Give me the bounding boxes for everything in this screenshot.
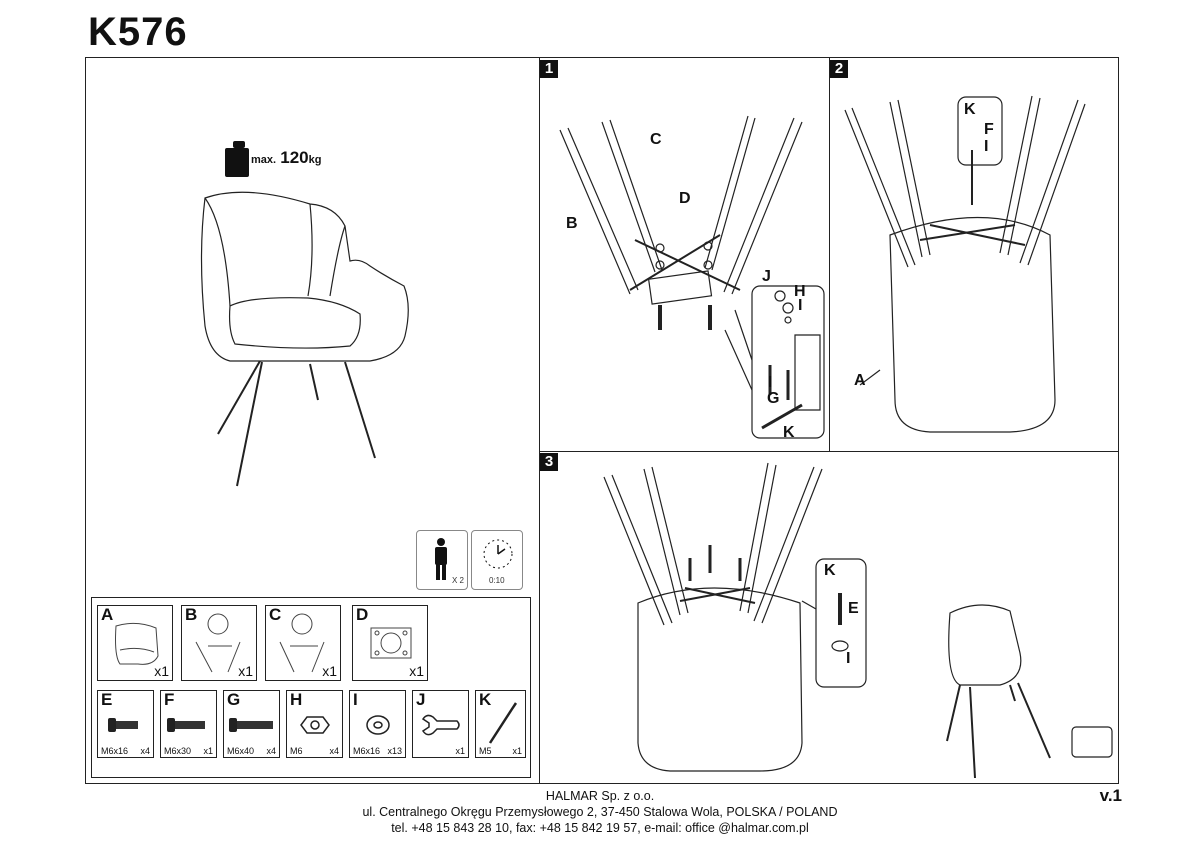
part-qty: x1	[455, 746, 465, 756]
part-letter: A	[101, 605, 114, 624]
part-j: J x1	[412, 690, 469, 758]
company-address: ul. Centralnego Okręgu Przemysłowego 2, …	[362, 805, 838, 819]
part-spec: M6x16	[101, 746, 129, 756]
nut-icon	[300, 716, 330, 734]
step-1-illustration	[559, 115, 825, 439]
time-box: 0:10	[471, 530, 523, 590]
weight-icon	[225, 141, 249, 177]
clock-icon	[483, 539, 513, 569]
vertical-divider-2	[829, 57, 830, 451]
part-a: A x1	[97, 605, 173, 681]
part-letter: E	[101, 690, 113, 709]
parts-list: A x1 B x1 C x1 D x1 E	[91, 597, 531, 778]
label-c: C	[650, 131, 662, 148]
max-load-value: 120	[280, 148, 309, 167]
washer-icon	[366, 715, 390, 735]
part-qty: x4	[329, 746, 339, 756]
part-letter: C	[269, 605, 282, 624]
step-3-labels: K E I	[824, 562, 859, 667]
part-letter: J	[416, 690, 426, 709]
bolt-icon	[108, 718, 138, 732]
part-g: G M6x40 x4	[223, 690, 280, 758]
label-i: I	[984, 138, 988, 155]
part-qty: x1	[409, 663, 424, 679]
part-letter: B	[185, 605, 198, 624]
part-letter: I	[353, 690, 358, 709]
part-spec: M6x16	[353, 746, 381, 756]
horizontal-divider	[539, 451, 1119, 452]
label-h: H	[794, 283, 806, 300]
assembly-time: 0:10	[489, 576, 505, 585]
part-qty: x4	[266, 746, 276, 756]
part-qty: x1	[154, 663, 169, 679]
part-spec: M6	[290, 746, 303, 756]
chair-shell-icon	[115, 622, 159, 665]
label-g: G	[767, 390, 779, 407]
instruction-frame	[85, 57, 1119, 784]
leg-frame-icon	[195, 613, 241, 673]
persons-box: X 2	[416, 530, 468, 590]
label-j: J	[762, 268, 771, 285]
max-load-prefix: max.	[251, 154, 277, 166]
company-footer: HALMAR Sp. z o.o. ul. Centralnego Okręgu…	[0, 788, 1200, 836]
panel-number-2: 2	[830, 60, 848, 78]
part-h: H M6 x4	[286, 690, 343, 758]
company-name: HALMAR Sp. z o.o.	[545, 789, 655, 803]
label-i-2: I	[768, 374, 772, 391]
part-letter: D	[356, 605, 369, 624]
hex-key-icon	[488, 702, 518, 744]
chair-illustration	[200, 191, 409, 487]
vertical-divider	[539, 57, 540, 784]
part-letter: K	[479, 690, 492, 709]
bolt-icon	[167, 718, 205, 732]
part-letter: G	[227, 690, 241, 709]
company-contact: tel. +48 15 843 28 10, fax: +48 15 842 1…	[391, 821, 809, 835]
label-k: K	[824, 562, 836, 579]
panel-number-1: 1	[540, 60, 558, 78]
part-i: I M6x16 x13	[349, 690, 406, 758]
part-d: D x1	[352, 605, 428, 681]
part-qty: x1	[512, 746, 522, 756]
label-k: K	[964, 101, 976, 118]
label-i: I	[798, 297, 802, 314]
max-load-unit: kg	[308, 154, 322, 166]
panel-number-3: 3	[540, 453, 558, 471]
part-letter: F	[164, 690, 175, 709]
label-e: E	[848, 600, 859, 617]
part-e: E M6x16 x4	[97, 690, 154, 758]
label-f: F	[984, 121, 994, 138]
step-2-illustration	[844, 95, 1086, 433]
part-spec: M6x40	[227, 746, 255, 756]
part-b: B x1	[181, 605, 257, 681]
label-b: B	[566, 215, 578, 232]
part-spec: M6x30	[164, 746, 192, 756]
max-load-label: max. 120kg	[251, 148, 321, 168]
part-k: K M5 x1	[475, 690, 526, 758]
bolt-icon	[229, 718, 273, 732]
wrench-icon	[421, 714, 460, 736]
part-qty: x1	[322, 663, 337, 679]
part-qty: x1	[238, 663, 253, 679]
label-i: I	[846, 650, 850, 667]
person-icon	[435, 538, 447, 580]
part-letter: H	[290, 690, 303, 709]
leg-frame-icon	[279, 613, 325, 673]
part-qty: x13	[387, 746, 402, 756]
model-title: K576	[88, 10, 188, 54]
part-qty: x4	[140, 746, 150, 756]
step-3-illustration	[603, 462, 1113, 779]
part-qty: x1	[203, 746, 213, 756]
step-1-labels: B C D J H I I G K	[566, 131, 806, 441]
label-k: K	[783, 424, 795, 441]
version-label: v.1	[1099, 786, 1122, 805]
part-f: F M6x30 x1	[160, 690, 217, 758]
label-d: D	[679, 190, 691, 207]
step-2-labels: K F I A	[854, 101, 994, 389]
persons-count: X 2	[451, 576, 464, 585]
label-a: A	[854, 372, 866, 389]
part-spec: M5	[479, 746, 492, 756]
swivel-plate-icon	[370, 627, 412, 659]
part-c: C x1	[265, 605, 341, 681]
